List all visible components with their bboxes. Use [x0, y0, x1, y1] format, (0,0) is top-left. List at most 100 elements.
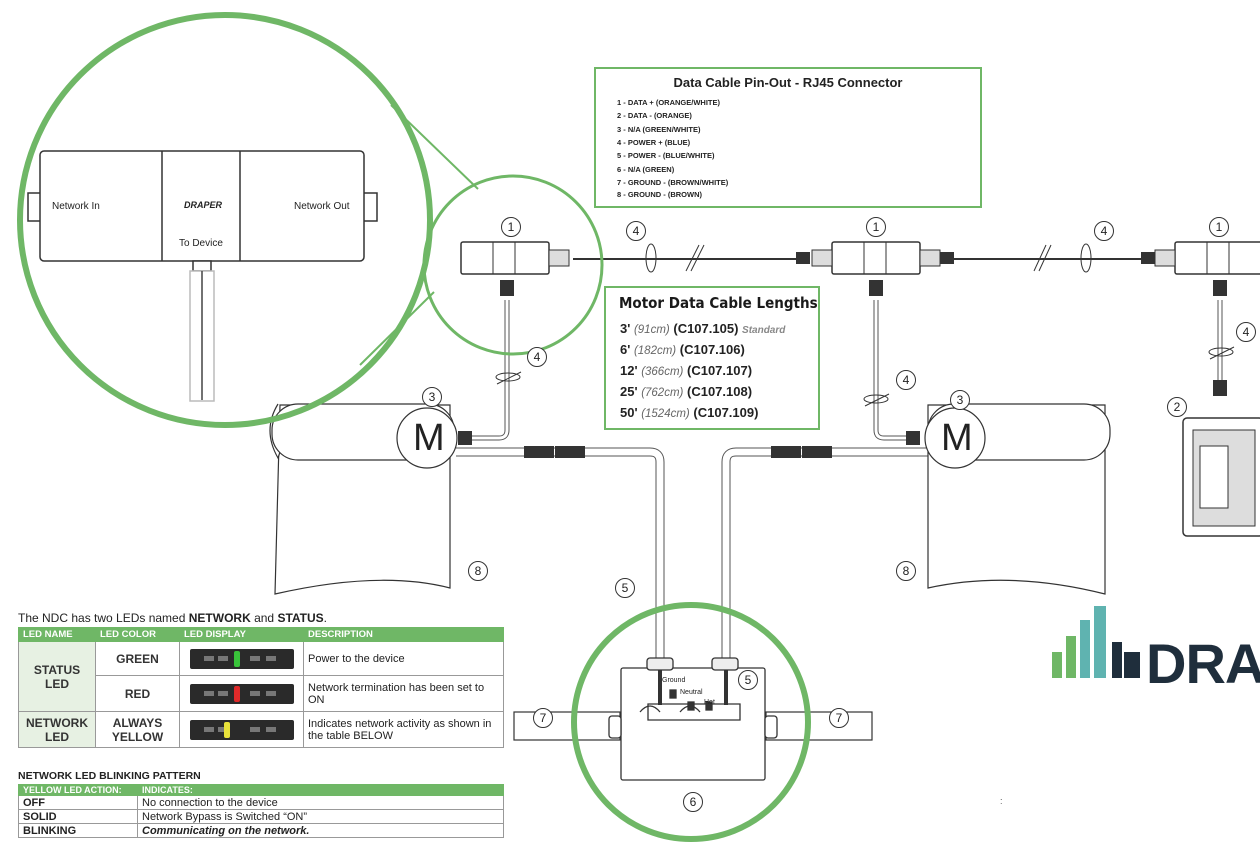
callout-3: 3: [950, 390, 970, 410]
blink-table: YELLOW LED ACTION: INDICATES: OFF No con…: [18, 784, 504, 838]
led-intro-period: .: [323, 611, 328, 625]
table-row: BLINKING Communicating on the network.: [18, 823, 504, 838]
led-name-network: NETWORK LED: [18, 711, 96, 748]
led-intro-and: and: [250, 611, 278, 625]
neutral-label: Neutral: [680, 689, 703, 696]
length-row: 6' (182cm) (C107.106): [620, 342, 745, 357]
led-description: Network termination has been set to ON: [303, 675, 504, 712]
callout-1: 1: [501, 217, 521, 237]
length-row: 12' (366cm) (C107.107): [620, 363, 752, 378]
ndc-unit-2: [811, 241, 941, 275]
pin-1-label: 1 - DATA + (ORANGE/WHITE): [617, 98, 720, 107]
led-display: [179, 675, 304, 712]
wall-switch: [1182, 417, 1260, 537]
hot-label: Hot: [704, 699, 715, 706]
callout-4: 4: [1094, 221, 1114, 241]
blink-action: OFF: [18, 795, 138, 810]
rj45-plugs: [458, 252, 1227, 458]
length-ft: 6': [620, 342, 631, 357]
network-cables: [456, 243, 1235, 741]
callout-8: 8: [468, 561, 488, 581]
blink-action: SOLID: [18, 809, 138, 824]
led-color: RED: [95, 675, 180, 712]
led-table: LED NAME LED COLOR LED DISPLAY DESCRIPTI…: [18, 627, 504, 748]
length-cm: (91cm): [633, 324, 670, 336]
ground-label: Ground: [662, 677, 686, 684]
led-description: Power to the device: [303, 641, 504, 676]
motor-label-right: M: [941, 417, 973, 459]
led-display: [179, 711, 304, 748]
length-cm: (182cm): [633, 345, 677, 357]
yellow-led-icon: [223, 721, 230, 738]
callout-1: 1: [866, 217, 886, 237]
length-row: 25' (762cm) (C107.108): [620, 384, 752, 399]
length-row: 50' (1524cm) (C107.109): [620, 405, 758, 420]
callout-7: 7: [533, 708, 553, 728]
led-display-box: [189, 719, 294, 740]
length-cm: (366cm): [641, 366, 684, 378]
led-intro-text: The NDC has two LEDs named: [18, 611, 189, 625]
pin-5-label: 5 - POWER - (BLUE/WHITE): [617, 151, 715, 160]
led-description: Indicates network activity as shown in t…: [303, 711, 504, 748]
zoom-circles: [17, 12, 811, 842]
length-ft: 50': [620, 405, 638, 420]
cable-lengths-panel: Motor Data Cable Lengths 3' (91cm) (C107…: [604, 286, 820, 430]
callout-1: 1: [1209, 217, 1229, 237]
pinout-title: Data Cable Pin-Out - RJ45 Connector: [673, 75, 903, 90]
blink-action: BLINKING: [18, 823, 138, 838]
led-color: ALWAYS YELLOW: [95, 711, 180, 748]
part-number: (C107.105): [673, 321, 739, 336]
length-ft: 25': [620, 384, 638, 399]
col-header: LED NAME: [18, 627, 96, 642]
pin-6-label: 6 - N/A (GREEN): [617, 165, 675, 174]
blink-indicates: Communicating on the network.: [137, 823, 504, 838]
pin-7-label: 7 - GROUND - (BROWN/WHITE): [617, 178, 729, 187]
blink-indicates: No connection to the device: [137, 795, 504, 810]
network-out-label: Network Out: [294, 201, 350, 212]
part-number: (C107.106): [679, 342, 745, 357]
ndc-unit-3: [1154, 241, 1260, 275]
length-cm: (762cm): [641, 387, 684, 399]
led-color: GREEN: [95, 641, 180, 676]
col-header: LED COLOR: [95, 627, 180, 642]
to-device-label: To Device: [179, 238, 223, 249]
led-intro-status: STATUS: [277, 611, 324, 625]
led-intro-network: NETWORK: [188, 611, 251, 625]
led-name-status: STATUS LED: [18, 641, 96, 712]
green-led-icon: [233, 650, 240, 667]
part-number: (C107.108): [687, 384, 753, 399]
callout-5: 5: [738, 670, 758, 690]
draper-logo-icon: [1052, 606, 1140, 678]
led-display: [179, 641, 304, 676]
network-in-label: Network In: [52, 201, 100, 212]
draper-logo-text: DRA: [1146, 632, 1260, 695]
ndc-logo: DRAPER: [184, 200, 223, 210]
pin-4-label: 4 - POWER + (BLUE): [617, 138, 691, 147]
pinout-panel: Data Cable Pin-Out - RJ45 Connector 1 - …: [594, 67, 982, 208]
callout-6: 6: [683, 792, 703, 812]
callout-2: 2: [1167, 397, 1187, 417]
length-ft: 3': [620, 321, 631, 336]
length-cm: (1524cm): [641, 408, 690, 420]
table-row: STATUS LED GREEN Power to the device: [18, 641, 504, 712]
table-row: SOLID Network Bypass is Switched “ON”: [18, 809, 504, 824]
callout-3: 3: [422, 387, 442, 407]
length-row: 3' (91cm) (C107.105) Standard: [620, 321, 785, 336]
callout-4: 4: [626, 221, 646, 241]
callout-4: 4: [527, 347, 547, 367]
callout-5: 5: [615, 578, 635, 598]
pin-2-label: 2 - DATA - (ORANGE): [617, 111, 692, 120]
standard-note: Standard: [742, 325, 786, 336]
ndc-unit-1: [460, 241, 570, 275]
callout-8: 8: [896, 561, 916, 581]
callout-7: 7: [829, 708, 849, 728]
length-ft: 12': [620, 363, 638, 378]
part-number: (C107.109): [693, 405, 759, 420]
pin-3-label: 3 - N/A (GREEN/WHITE): [617, 125, 701, 134]
callout-4: 4: [1236, 322, 1256, 342]
col-header: INDICATES:: [137, 784, 504, 796]
motor-shade-right: [924, 403, 1111, 595]
table-row: RED Network termination has been set to …: [19, 675, 504, 712]
blink-indicates: Network Bypass is Switched “ON”: [137, 809, 504, 824]
